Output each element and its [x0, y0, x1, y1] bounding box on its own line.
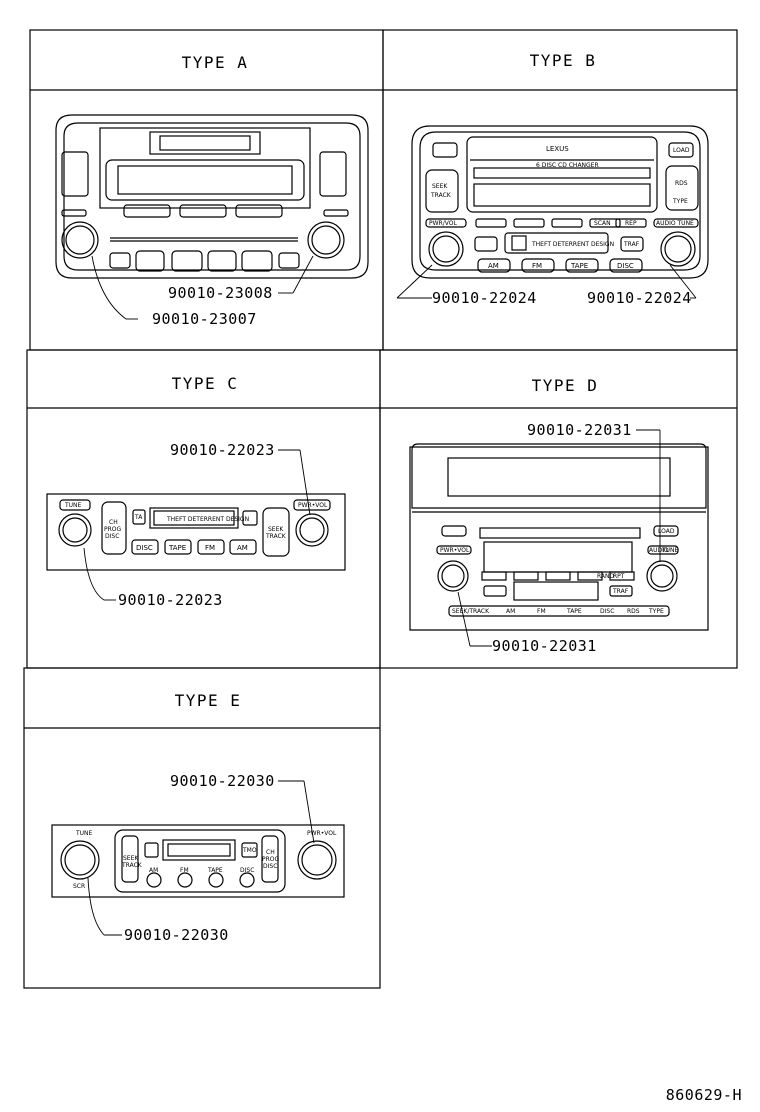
type-b-seek: SEEK	[432, 183, 448, 190]
type-d-rds: RDS	[627, 608, 640, 615]
type-c-labels: TUNE PWR•VOL CH PROG DISC TA THEFT DETER…	[64, 502, 328, 552]
type-d-labels: LOAD PWR•VOL AUDIO TUNE RPT RAND TRAF SE…	[440, 528, 679, 615]
type-e-leaders	[87, 780, 315, 936]
type-e-labels: TUNE PWR•VOL SEEK TRACK CH PROG DISC TMO…	[73, 830, 337, 890]
type-e-scr: SCR	[73, 883, 85, 890]
type-e-disc: DISC	[263, 863, 277, 870]
type-e-knob-left	[60, 840, 100, 880]
type-b-disc: DISC	[617, 262, 634, 270]
type-c-track: TRACK	[265, 533, 287, 540]
type-d-knob-left	[437, 560, 469, 592]
type-c-btn-tape: TAPE	[168, 544, 186, 552]
type-b-audio: AUDIO TUNE	[656, 220, 694, 227]
type-d-seek: SEEK/TRACK	[452, 608, 490, 615]
panel-c-title: TYPE C	[172, 374, 239, 393]
type-d-tape: TAPE	[566, 608, 582, 615]
type-d-tune: TUNE	[661, 547, 679, 554]
type-b-changer: 6 DISC CD CHANGER	[536, 162, 599, 169]
type-a-knob-left	[61, 221, 99, 259]
type-b-tape: TAPE	[570, 262, 588, 270]
type-e-prog: PROG	[262, 856, 280, 863]
type-d-load: LOAD	[658, 528, 675, 535]
type-b-scan: SCAN	[594, 220, 611, 227]
type-b-leaders	[396, 264, 697, 299]
type-d-type: TYPE	[648, 608, 664, 615]
type-b-radio	[411, 125, 709, 279]
type-b-pwr: PWR/VOL	[429, 220, 457, 227]
type-c-knob-right	[295, 513, 329, 547]
type-d-fm: FM	[537, 608, 546, 615]
type-e-ch: CH	[266, 849, 275, 856]
type-d-disc: DISC	[600, 608, 614, 615]
type-b-part-knob-left: 90010-22024	[432, 289, 537, 307]
type-e-track: TRACK	[121, 862, 143, 869]
type-d-traf: TRAF	[612, 588, 629, 595]
type-e-knob-right	[297, 840, 337, 880]
type-c-part-knob-right: 90010-22023	[170, 441, 275, 459]
type-d-leaders	[457, 429, 661, 647]
type-e-pwr: PWR•VOL	[307, 830, 337, 837]
type-e-part-knob-right: 90010-22030	[170, 772, 275, 790]
drawing-code: 860629-H	[666, 1086, 742, 1104]
type-b-knob-left	[428, 231, 464, 267]
type-c-seek: SEEK	[268, 526, 284, 533]
type-a-radio	[55, 114, 369, 279]
type-b-part-knob-right: 90010-22024	[587, 289, 692, 307]
type-a-knob-right	[307, 221, 345, 259]
type-e-radio	[51, 824, 345, 898]
type-b-brand: LEXUS	[546, 145, 569, 153]
type-c-tune: TUNE	[64, 502, 82, 509]
type-d-am: AM	[506, 608, 515, 615]
type-c-btn-fm: FM	[205, 544, 215, 552]
type-d-pwr: PWR•VOL	[440, 547, 470, 554]
type-a-part-knob-left: 90010-23007	[152, 310, 257, 328]
type-e-fm: FM	[180, 867, 189, 874]
type-a-part-knob-right: 90010-23008	[168, 284, 273, 302]
type-c-part-knob-left: 90010-22023	[118, 591, 223, 609]
type-b-labels: LEXUS 6 DISC CD CHANGER SEEK TRACK RDS T…	[429, 145, 694, 270]
type-c-leaders	[83, 449, 311, 601]
type-c-knob-left	[58, 513, 92, 547]
panel-a-title: TYPE A	[182, 53, 249, 72]
type-b-rds: RDS	[675, 180, 688, 187]
type-e-tmo: TMO	[242, 847, 257, 854]
type-c-prog: PROG	[104, 526, 122, 533]
type-b-traf: TRAF	[623, 241, 640, 248]
type-c-theft: THEFT DETERRENT DESIGN	[166, 516, 249, 523]
type-b-track: TRACK	[430, 192, 452, 199]
panel-e-title: TYPE E	[175, 691, 242, 710]
type-c-ch: CH	[109, 519, 118, 526]
type-b-fm: FM	[532, 262, 542, 270]
type-b-theft: THEFT DETERRENT DESIGN	[531, 241, 614, 248]
panel-grid	[23, 29, 738, 989]
panel-b-title: TYPE B	[530, 51, 597, 70]
type-b-am: AM	[488, 262, 499, 270]
type-d-part-knob-right: 90010-22031	[527, 421, 632, 439]
type-d-rand: RAND	[597, 573, 615, 580]
type-e-part-knob-left: 90010-22030	[124, 926, 229, 944]
type-e-btn-disc: DISC	[240, 867, 254, 874]
type-d-audio: AUDIO	[649, 547, 669, 554]
type-a-leaders	[91, 255, 314, 320]
type-d-knob-right	[646, 560, 678, 592]
type-d-part-knob-left: 90010-22031	[492, 637, 597, 655]
type-c-btn-am: AM	[237, 544, 248, 552]
type-b-type: TYPE	[672, 198, 688, 205]
type-d-rpt: RPT	[613, 573, 625, 580]
type-b-knob-right	[660, 231, 696, 267]
type-c-btn-disc: DISC	[136, 544, 153, 552]
type-c-pwr: PWR•VOL	[298, 502, 328, 509]
type-e-seek: SEEK	[123, 855, 139, 862]
type-e-tune: TUNE	[75, 830, 93, 837]
panel-d-title: TYPE D	[532, 376, 599, 395]
type-e-am: AM	[149, 867, 158, 874]
type-b-rep: REP	[625, 220, 637, 227]
type-c-radio	[46, 493, 346, 571]
type-e-tape: TAPE	[207, 867, 223, 874]
type-d-radio	[409, 443, 709, 631]
type-c-ta: TA	[134, 514, 143, 521]
type-b-load: LOAD	[673, 147, 690, 154]
type-c-disc: DISC	[105, 533, 119, 540]
